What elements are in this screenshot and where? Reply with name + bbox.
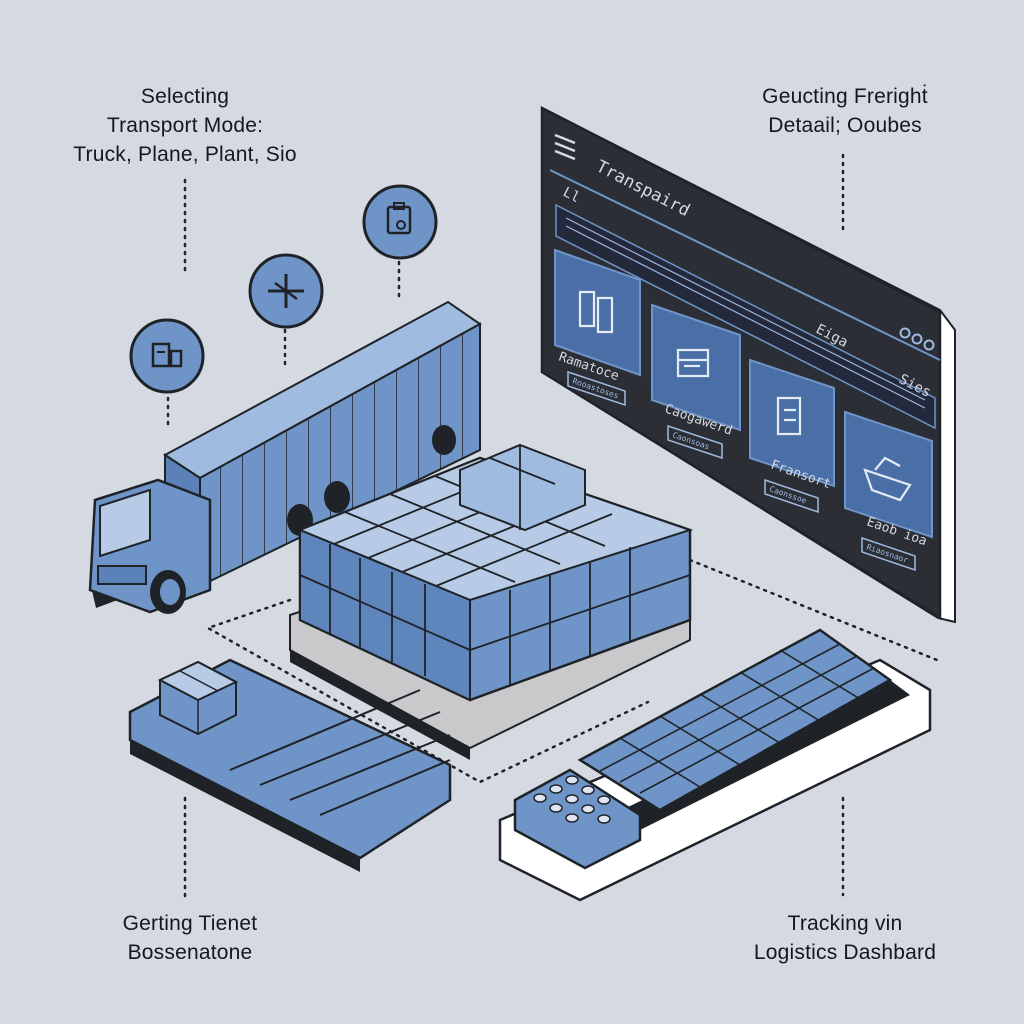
panel-tab-label: Ll: [560, 184, 582, 206]
truck-mode-icon[interactable]: [129, 318, 205, 394]
freight-card-3[interactable]: Fransort Caonssoe: [749, 358, 835, 514]
caption-freight-detail: Geucting Frerighṫ Detaail; Ooubes: [762, 85, 928, 137]
clipboard-icon: [776, 396, 802, 436]
menu-icon[interactable]: [554, 133, 576, 161]
ship-mode-icon[interactable]: [362, 184, 438, 260]
freight-detail-panel: Transpaird Ll Eiga Sies Ramatoce Rooasto…: [540, 105, 956, 624]
plane-mode-icon[interactable]: [248, 253, 324, 329]
dotted-connectors: [166, 153, 939, 902]
truck: [88, 300, 482, 614]
ship-icon: [863, 456, 912, 502]
small-pallet: [128, 658, 452, 872]
panel-status-dots: [899, 327, 935, 351]
caption-pallet: Gerting Tienet Bossenatone: [122, 912, 258, 964]
pallet-box-stacks: [289, 443, 694, 760]
caption-transport-mode: Selecting Transport Mode: Truck, Plane, …: [73, 85, 297, 166]
document-icon: [578, 290, 614, 334]
caption-tracking: Tracking vin Logistics Dashbard: [753, 912, 937, 964]
package-icon: [676, 348, 710, 378]
tracking-console: [498, 628, 932, 902]
